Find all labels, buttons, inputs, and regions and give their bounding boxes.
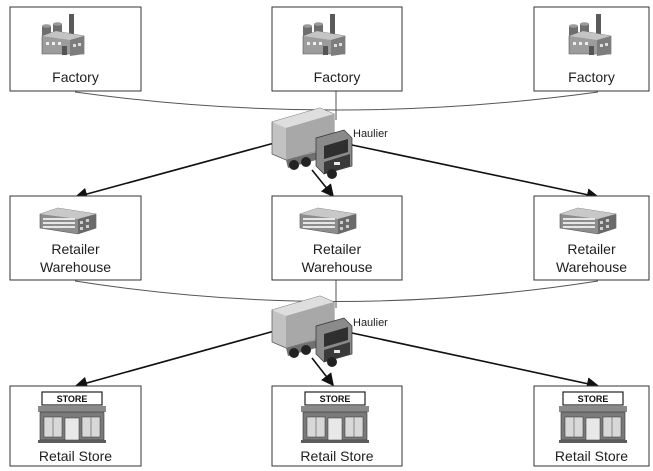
factory-label: Factory <box>52 69 99 85</box>
store-label: Retail Store <box>39 448 112 464</box>
store-node: STORE Retail Store <box>9 385 142 467</box>
store-sign-text: STORE <box>57 394 88 404</box>
warehouse-label-line1: Retailer <box>51 241 100 257</box>
haulier-bottom: Haulier <box>271 295 388 368</box>
warehouse-label-line1: Retailer <box>313 241 362 257</box>
store-label: Retail Store <box>300 448 373 464</box>
factory-node: Factory <box>271 6 403 92</box>
factory-label: Factory <box>568 69 615 85</box>
haulier-arrow-warehouse-left <box>74 141 279 201</box>
haulier-arrow-store-center <box>311 357 334 387</box>
store-sign-text: STORE <box>320 394 351 404</box>
store-node: STORE Retail Store <box>271 385 403 467</box>
warehouse-label-line2: Warehouse <box>301 259 372 275</box>
haulier-label: Haulier <box>353 128 388 140</box>
haulier-top: Haulier <box>271 107 388 180</box>
factory-node: Factory <box>9 6 142 92</box>
store-sign-text: STORE <box>578 394 609 404</box>
warehouse-node: Retailer Warehouse <box>271 195 403 281</box>
haulier-arrow-warehouse-center <box>311 169 335 198</box>
warehouse-label-line2: Warehouse <box>556 259 627 275</box>
truck-icon <box>271 295 353 368</box>
warehouse-label-line2: Warehouse <box>40 259 111 275</box>
warehouse-node: Retailer Warehouse <box>533 195 650 281</box>
warehouse-node: Retailer Warehouse <box>9 195 142 281</box>
warehouse-label-line1: Retailer <box>567 241 616 257</box>
haulier-arrow-store-right <box>351 332 600 390</box>
factory-node: Factory <box>533 6 650 92</box>
truck-icon <box>271 107 353 180</box>
haulier-arrow-warehouse-right <box>351 144 600 201</box>
haulier-label: Haulier <box>353 317 388 329</box>
store-label: Retail Store <box>555 448 628 464</box>
factory-label: Factory <box>314 69 361 85</box>
store-node: STORE Retail Store <box>533 385 650 467</box>
haulier-arrow-store-left <box>74 329 279 390</box>
